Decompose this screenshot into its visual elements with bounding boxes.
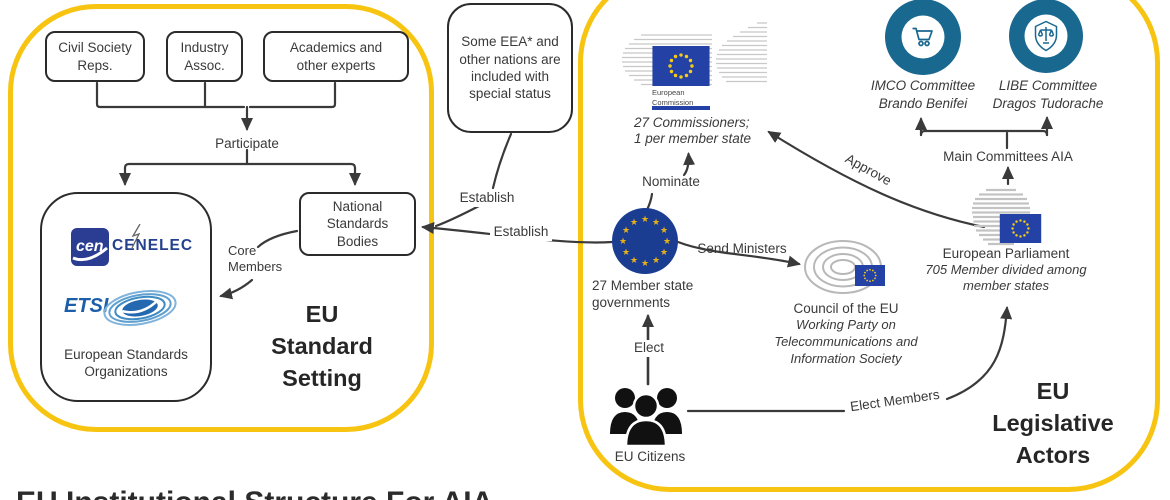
nominate-label: Nominate (642, 174, 700, 189)
etsi-globe-icon (103, 290, 177, 326)
footer-title: EU Institutional Structure For AIA (16, 486, 493, 500)
member-states-caption: 27 Member state governments (592, 278, 694, 310)
commission-caption: 27 Commissioners; 1 per member state (634, 115, 752, 146)
cenelec-logo: CENELEC (112, 237, 194, 254)
parliament-name: European Parliament (942, 246, 1070, 261)
etsi-logo-text: ETSI (64, 295, 109, 317)
cenelec-bolt-icon (131, 224, 141, 249)
core-members-label: Core Members (228, 243, 283, 275)
standard-setting-heading: EU Standard Setting (271, 301, 373, 391)
commission-logo-text: European Commission (652, 88, 694, 107)
eso-caption: European Standards Organizations (64, 347, 188, 380)
council-subtitle: Working Party on Telecommunications and … (774, 317, 918, 366)
citizens-label: EU Citizens (614, 449, 686, 464)
cen-logo-text: cen (76, 238, 104, 255)
civil-society-box: Civil Society Reps. (45, 31, 145, 82)
academics-box: Academics and other experts (263, 31, 409, 82)
imco-caption: IMCO Committee Brando Benifei (870, 78, 976, 111)
cen-logo: cen (71, 228, 109, 266)
national-standards-bodies-box: National Standards Bodies (299, 192, 416, 256)
commission-logo-bar (652, 106, 710, 110)
eea-note-box: Some EEA* and other nations are included… (447, 3, 573, 133)
legislative-frame (578, 0, 1160, 492)
european-standards-organizations-box: cen CENELEC ETSI European Standards Orga… (40, 192, 212, 402)
elect-label: Elect (629, 340, 669, 357)
establish-gov-label: Establish (490, 224, 552, 241)
nsb-label: National Standards Bodies (326, 199, 389, 249)
establish-eea-label: Establish (455, 190, 519, 207)
industry-assoc-box: Industry Assoc. (166, 31, 243, 82)
parliament-subtitle: 705 Member divided among member states (925, 262, 1087, 293)
participate-label: Participate (215, 136, 279, 151)
academics-label: Academics and other experts (289, 40, 383, 73)
industry-assoc-label: Industry Assoc. (180, 40, 229, 73)
civil-society-label: Civil Society Reps. (58, 40, 132, 73)
libe-caption: LIBE Committee Dragos Tudorache (992, 78, 1104, 111)
main-committees-label: Main Committees AIA (943, 149, 1073, 164)
send-ministers-label: Send Ministers (697, 241, 787, 256)
legislative-heading: EU Legislative Actors (992, 378, 1114, 468)
eea-note-text: Some EEA* and other nations are included… (459, 34, 561, 102)
council-name: Council of the EU (793, 301, 899, 316)
standard-setting-frame (8, 4, 434, 432)
